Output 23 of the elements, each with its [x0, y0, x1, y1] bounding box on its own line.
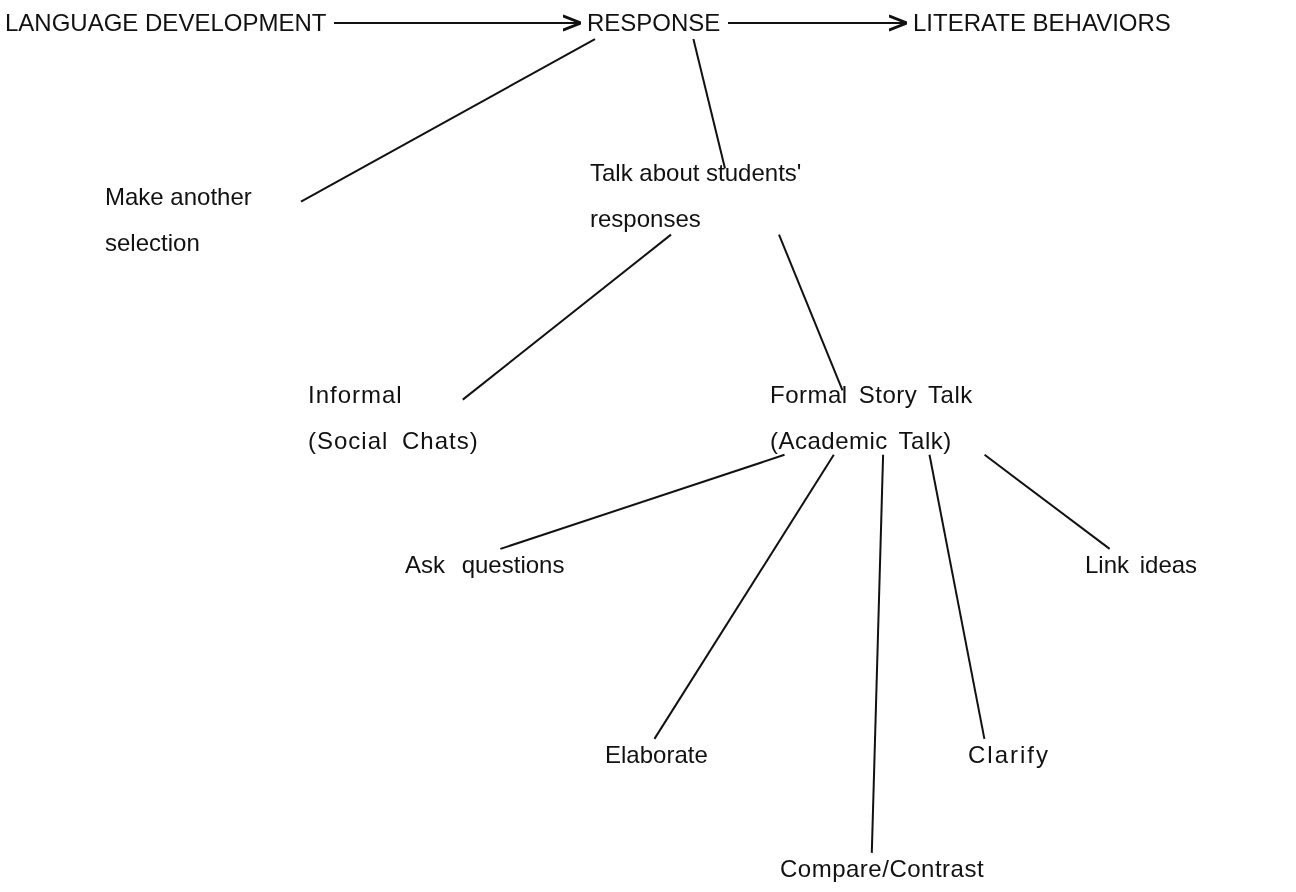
node-label: Compare/Contrast [780, 846, 985, 892]
connector-line [499, 453, 786, 550]
node-label: Formal Story Talk (Academic Talk) [770, 372, 1060, 464]
arrow [727, 14, 909, 32]
node-label: LANGUAGE DEVELOPMENT [5, 0, 327, 46]
node-label: Ask questions [405, 542, 565, 588]
connector-line [300, 38, 596, 203]
connector-line [653, 453, 835, 740]
connector-line [983, 453, 1111, 550]
arrow [333, 14, 583, 32]
node-label: Clarify [968, 732, 1050, 778]
connector-line [461, 233, 672, 401]
node-label: Make another selection [105, 174, 305, 266]
connector-line [928, 453, 986, 740]
node-label: Elaborate [605, 732, 708, 778]
connector-line [778, 233, 844, 392]
node-label: Link ideas [1085, 542, 1198, 588]
node-label: Informal (Social Chats) [308, 372, 480, 464]
node-label: Talk about students' responses [590, 150, 860, 242]
connector-line [692, 38, 726, 170]
node-label: RESPONSE [587, 0, 721, 46]
node-label: LITERATE BEHAVIORS [913, 0, 1171, 46]
connector-line [870, 453, 885, 854]
